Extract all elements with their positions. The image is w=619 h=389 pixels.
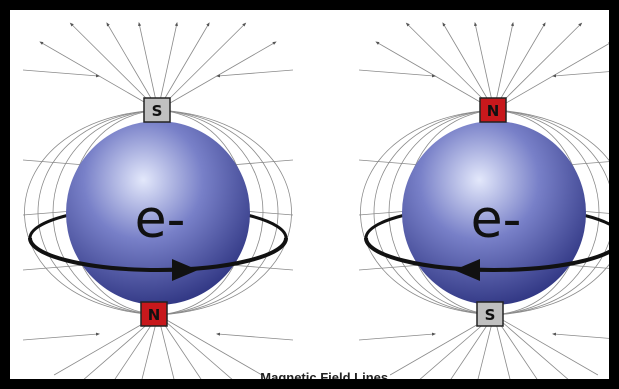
field-line-bottom (492, 313, 599, 376)
field-line-top (69, 22, 159, 111)
magnetic-field-diagram: e- S N e- N S (22, 22, 609, 385)
electron-label-right: e- (471, 190, 522, 250)
orbit-front-right (364, 237, 609, 281)
pole-top-right-label: N (487, 102, 500, 120)
field-line-side (552, 332, 609, 339)
field-line-top (474, 22, 495, 111)
field-line-top (106, 22, 159, 111)
spin-arrow-icon (172, 259, 198, 281)
field-line-side (22, 332, 100, 341)
field-line-top (493, 22, 583, 111)
field-line-top (138, 22, 159, 111)
electron-left: e- S N (22, 22, 294, 379)
field-line-side (22, 69, 100, 78)
orbit-front-arc (364, 237, 609, 272)
field-line-bottom (156, 314, 263, 376)
field-line-side (358, 69, 436, 78)
electron-sphere-left (66, 121, 250, 305)
field-line-side (216, 69, 294, 78)
field-line-top (493, 22, 514, 111)
pole-bottom-left: N (140, 301, 168, 327)
field-line-side (358, 332, 436, 341)
pole-top-left-label: S (152, 102, 163, 120)
electron-sphere-right (402, 121, 586, 305)
pole-bottom-left-label: N (148, 306, 161, 324)
field-line-side (216, 332, 294, 341)
field-line-side (552, 71, 609, 78)
field-line-top (157, 22, 178, 111)
field-line-top (493, 22, 546, 111)
electron-label-left: e- (135, 190, 186, 250)
spin-arrow-icon (454, 259, 480, 281)
orbit-front-left (28, 237, 288, 281)
pole-bottom-right: S (476, 301, 504, 327)
pole-bottom-right-label: S (485, 306, 496, 324)
field-line-top (442, 22, 495, 111)
field-line-bottom (492, 313, 569, 379)
field-line-top (157, 22, 247, 111)
field-line-top (157, 22, 210, 111)
electron-right: e- N S (358, 22, 609, 379)
caption: Magnetic Field Lines. (260, 370, 391, 385)
pole-top-right: N (479, 97, 507, 123)
field-line-bottom (156, 313, 233, 379)
orbit-front-arc (28, 237, 288, 272)
pole-top-left: S (143, 97, 171, 123)
field-line-top (405, 22, 495, 111)
